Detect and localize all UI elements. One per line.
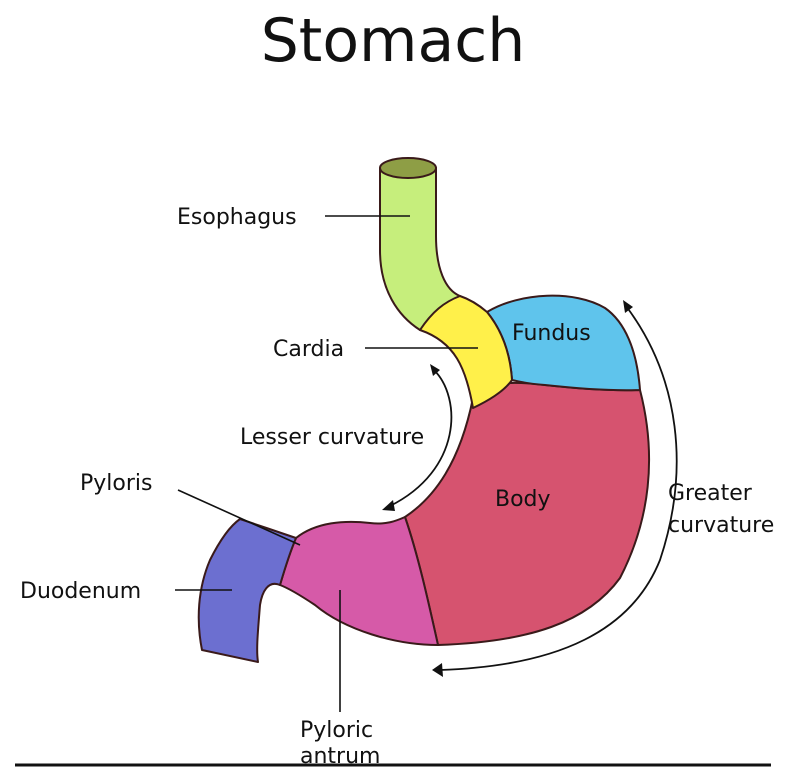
body-label: Body: [495, 487, 551, 512]
greater-curvature-label-line1: Greater: [668, 481, 753, 506]
cardia-label: Cardia: [273, 337, 344, 362]
pyloric-antrum-label-line1: Pyloric: [300, 718, 373, 743]
body-region: [405, 383, 649, 645]
fundus-label: Fundus: [512, 321, 591, 346]
lesser-arrowhead-bottom: [382, 500, 395, 511]
esophagus-label: Esophagus: [177, 205, 297, 230]
pyloris-label: Pyloris: [80, 471, 152, 496]
greater-arrowhead-bottom: [432, 663, 443, 677]
greater-arrowhead-top: [623, 300, 633, 313]
esophagus-opening: [380, 158, 436, 178]
greater-curvature-label-line2: curvature: [668, 513, 774, 538]
duodenum-label: Duodenum: [20, 579, 141, 604]
lesser-curvature-label: Lesser curvature: [240, 425, 424, 450]
